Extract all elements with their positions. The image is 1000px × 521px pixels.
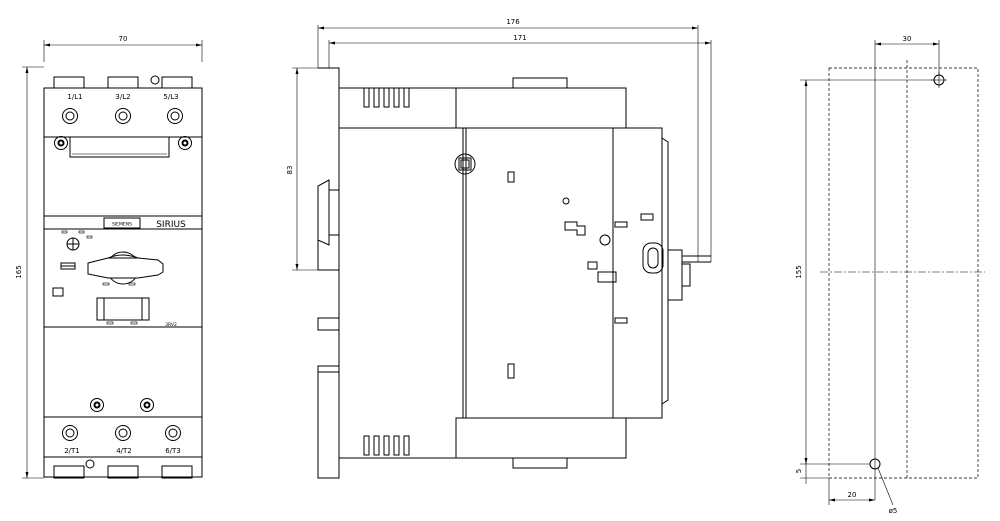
terminal-screw <box>62 425 181 441</box>
brand-logo: SIEMENS <box>112 222 132 228</box>
terminal-screw <box>62 108 183 124</box>
depth-dim: 171 <box>513 34 526 42</box>
terminal-label: 2/T1 <box>64 447 80 455</box>
hole-offset-top-dim: 30 <box>903 35 912 43</box>
overall-depth-dim: 176 <box>506 18 520 26</box>
bottom-offset-dim: 5 <box>795 469 803 473</box>
mounting-view: 30 155 5 20 ø5 <box>795 35 985 515</box>
front-view: 70 165 1/L1 3/L2 5/L3 <box>15 35 203 479</box>
rotary-handle <box>87 251 164 285</box>
terminal-label: 4/T2 <box>116 447 132 455</box>
rail-height-dim: 83 <box>286 166 294 175</box>
vent-slots <box>363 87 410 108</box>
vent-slots <box>363 435 410 456</box>
terminal-label: 5/L3 <box>163 93 178 101</box>
terminal-label: 6/T3 <box>165 447 181 455</box>
product-name: SIRIUS <box>156 220 186 230</box>
front-width-dim: 70 <box>119 35 128 43</box>
side-view: 176 171 83 <box>286 18 712 479</box>
hole-offset-bottom-dim: 20 <box>848 491 857 499</box>
terminal-label: 1/L1 <box>67 93 82 101</box>
model-label: 3RV2 <box>165 322 177 328</box>
setting-dial <box>61 230 93 251</box>
front-height-dim: 165 <box>15 265 23 278</box>
terminal-label: 3/L2 <box>115 93 130 101</box>
hole-spacing-dim: 155 <box>795 265 803 278</box>
hole-diameter-dim: ø5 <box>889 507 898 515</box>
